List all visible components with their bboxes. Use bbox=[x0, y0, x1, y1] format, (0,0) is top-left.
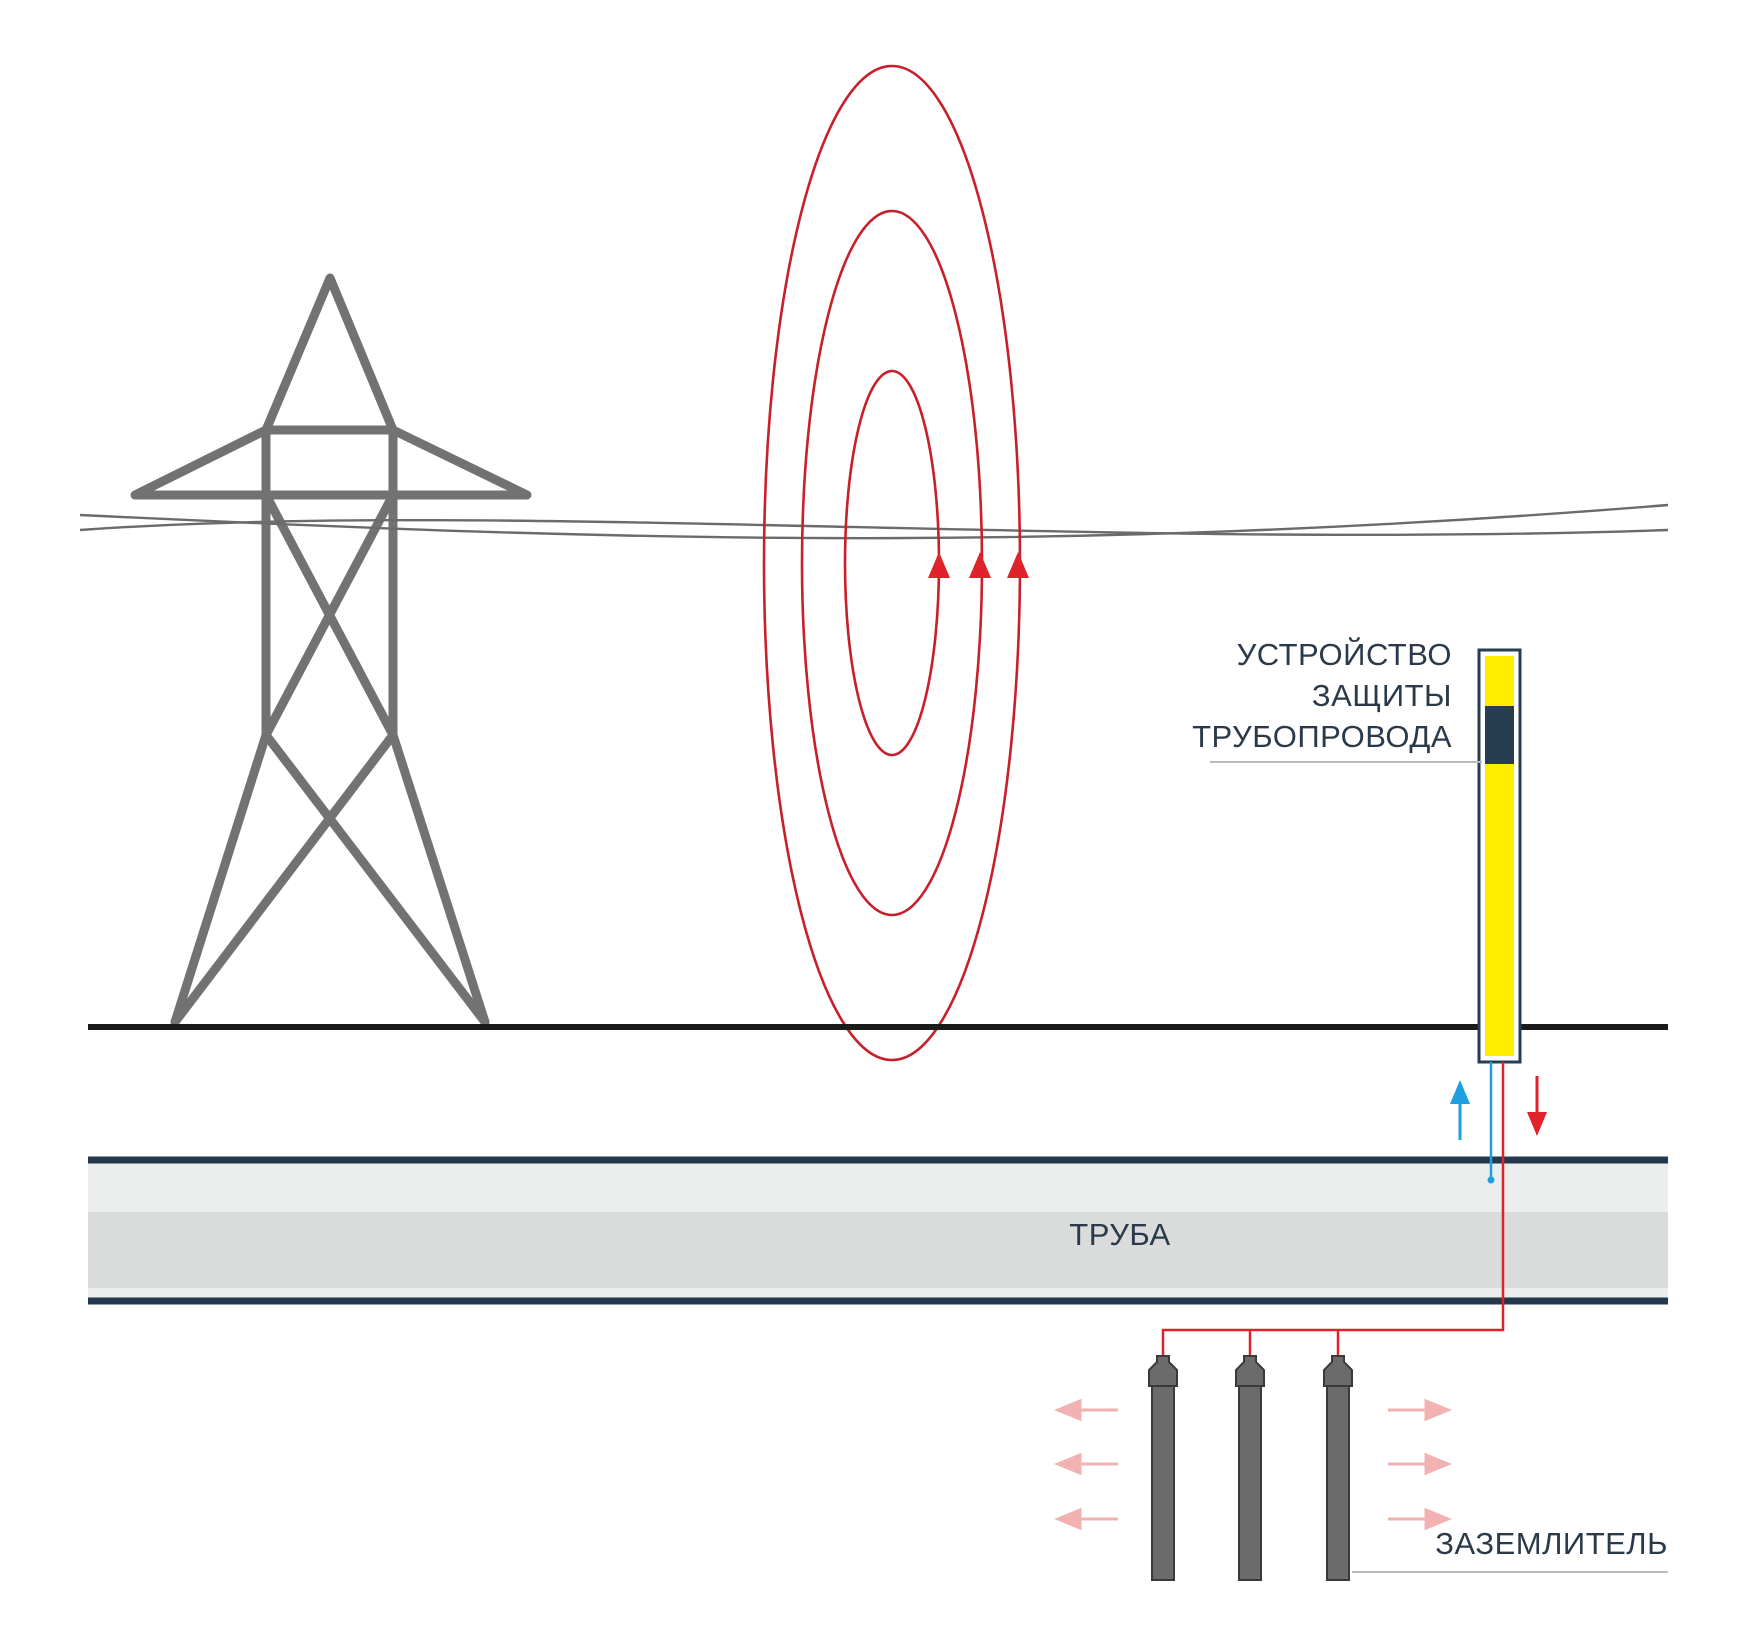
device-label-line2: ЗАЩИТЫ bbox=[1312, 678, 1452, 713]
ground-electrode-icon bbox=[1235, 1355, 1265, 1581]
ground-electrode-label: ЗАЗЕМЛИТЕЛЬ bbox=[1435, 1526, 1668, 1561]
field-direction-arrows bbox=[928, 552, 1029, 578]
ground-electrode-icon bbox=[1148, 1355, 1178, 1581]
overhead-wires bbox=[79, 503, 1669, 540]
dispersion-arrows-left bbox=[1054, 1398, 1118, 1531]
current-up-arrow-icon bbox=[1450, 1080, 1470, 1140]
pipe bbox=[88, 1156, 1668, 1305]
pipe-label: ТРУБА bbox=[1069, 1217, 1170, 1252]
power-tower-icon bbox=[130, 273, 532, 1027]
device-label-line1: УСТРОЙСТВО bbox=[1237, 636, 1452, 672]
ground-electrode-icon bbox=[1323, 1355, 1353, 1581]
protection-device-icon bbox=[1477, 648, 1522, 1064]
device-connections bbox=[1161, 1062, 1505, 1356]
dispersion-arrows-right bbox=[1388, 1398, 1452, 1531]
device-label-line3: ТРУБОПРОВОДА bbox=[1192, 719, 1452, 754]
current-down-arrow-icon bbox=[1527, 1076, 1547, 1136]
